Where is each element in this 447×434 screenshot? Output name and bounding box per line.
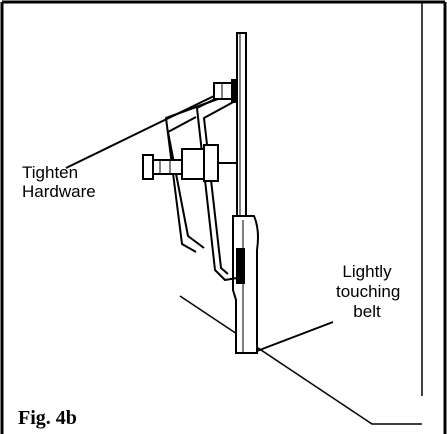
callout-line: touching [336, 282, 401, 301]
tighten-hardware-callout: Tighten Hardware [22, 163, 96, 201]
callout-line: Lightly [342, 262, 392, 281]
callout-line: belt [353, 302, 381, 321]
scraper-blade [232, 215, 259, 354]
top-bolt [213, 79, 238, 103]
lightly-touching-belt-callout: Lightly touching belt [336, 262, 401, 322]
side-bolt [142, 144, 237, 182]
callout-line: Tighten [22, 163, 79, 182]
figure-caption: Fig. 4b [18, 407, 77, 429]
blade-clamp [236, 248, 245, 284]
tighten-leader [65, 95, 215, 169]
touching-leader [256, 321, 334, 352]
callout-line: Hardware [22, 182, 96, 201]
bracket-arms [165, 87, 238, 281]
